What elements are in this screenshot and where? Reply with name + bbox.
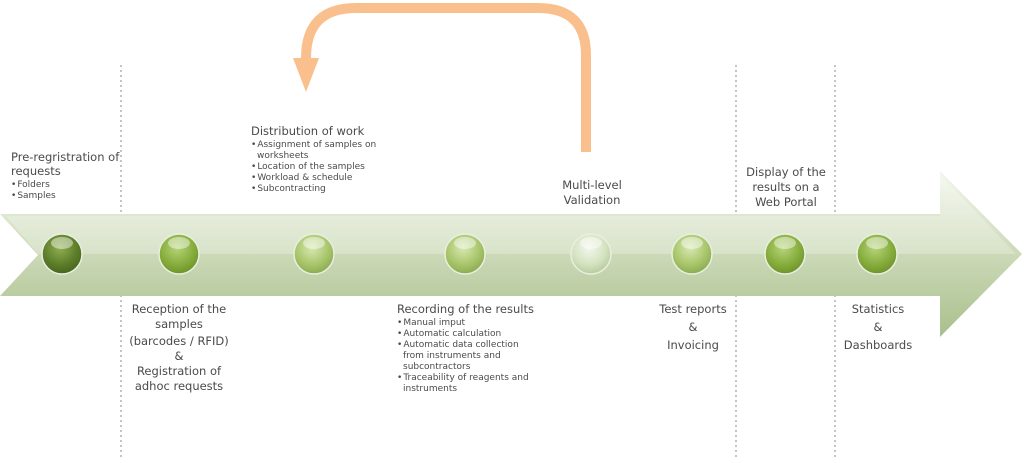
step-reception: Reception of the samples (barcodes / RFI… [123, 302, 235, 394]
step-title: Pre-regristration of requests [11, 150, 120, 178]
step-items: Assignment of samples on worksheets Loca… [251, 140, 386, 195]
step-circle-recording [444, 233, 486, 275]
step-web-portal: Display of the results on a Web Portal [741, 165, 831, 210]
process-arrow [0, 171, 1022, 337]
step-circles [41, 233, 898, 275]
step-circle-validation [570, 233, 612, 275]
list-item: Manual imput [397, 318, 537, 329]
loop-arrow [301, 3, 591, 152]
step-title: Recording of the results [397, 302, 534, 316]
list-item: Samples [11, 191, 121, 202]
step-label: Reception of the samples [131, 302, 227, 331]
step-label: Statistics [851, 302, 905, 316]
step-label: & [688, 320, 698, 334]
step-circle-reception [158, 233, 200, 275]
list-item: Workload & schedule [251, 173, 386, 184]
arrow-highlight [6, 174, 1016, 254]
step-label: Dashboards [843, 338, 913, 352]
step-label: & [174, 349, 184, 363]
step-items: Manual imput Automatic calculation Autom… [397, 318, 537, 395]
list-item: Assignment of samples on worksheets [251, 140, 386, 162]
step-circle-pre-registration [41, 233, 83, 275]
step-statistics: Statistics & Dashboards [837, 302, 919, 353]
step-label: Test reports [659, 302, 727, 316]
step-title: Distribution of work [251, 124, 365, 138]
list-item: Subcontracting [251, 184, 386, 195]
step-circle-distribution [293, 233, 335, 275]
step-label: Display of the results on a Web Portal [746, 165, 826, 209]
step-validation: Multi-level Validation [548, 178, 636, 208]
step-test-reports: Test reports & Invoicing [648, 302, 738, 353]
step-label: Multi-level Validation [562, 178, 622, 207]
step-label: Invoicing [667, 338, 719, 352]
list-item: Folders [11, 180, 121, 191]
list-item: Location of the samples [251, 162, 386, 173]
step-circle-test-reports [671, 233, 713, 275]
step-circle-statistics [856, 233, 898, 275]
circle-highlights [51, 237, 888, 249]
step-items: Folders Samples [11, 180, 121, 202]
step-circle-web-portal [764, 233, 806, 275]
loop-arrow-head [293, 58, 319, 92]
step-label: (barcodes / RFID) [129, 334, 229, 348]
list-item: Automatic data collection from instrumen… [397, 340, 537, 373]
list-item: Traceability of reagents and instruments [397, 373, 537, 395]
list-item: Automatic calculation [397, 329, 537, 340]
step-recording: Recording of the results Manual imput Au… [397, 302, 537, 395]
step-label: & [873, 320, 883, 334]
step-distribution: Distribution of work Assignment of sampl… [251, 124, 386, 195]
step-pre-registration: Pre-regristration of requests Folders Sa… [11, 150, 121, 202]
step-label: Registration of adhoc requests [134, 364, 224, 393]
